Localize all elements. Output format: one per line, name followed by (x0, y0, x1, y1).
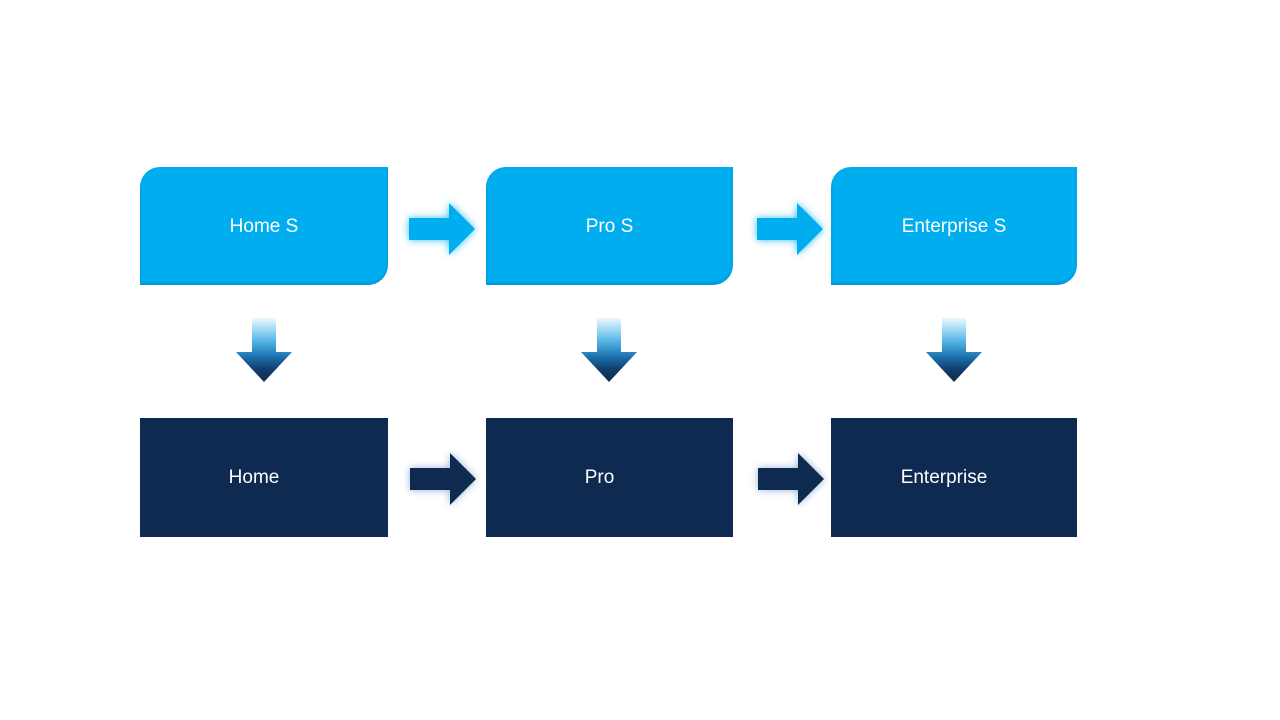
node-enterprise: Enterprise (831, 418, 1077, 537)
node-label: Enterprise (900, 467, 988, 488)
node-label: Home S (229, 215, 299, 237)
down-arrow-icon (236, 318, 292, 382)
node-home: Home (140, 418, 388, 537)
down-arrow-icon (581, 318, 637, 382)
node-label: Pro (584, 467, 615, 488)
node-enterprise-s: Enterprise S (831, 167, 1077, 285)
right-arrow-icon (758, 453, 824, 505)
right-arrow-icon (757, 203, 823, 255)
node-label: Enterprise S (901, 215, 1007, 237)
down-arrow-icon (926, 318, 982, 382)
right-arrow-icon (410, 453, 476, 505)
right-arrow-icon (409, 203, 475, 255)
node-pro-s: Pro S (486, 167, 733, 285)
node-pro: Pro (486, 418, 733, 537)
node-label: Home (228, 467, 280, 488)
node-label: Pro S (585, 215, 634, 237)
node-home-s: Home S (140, 167, 388, 285)
